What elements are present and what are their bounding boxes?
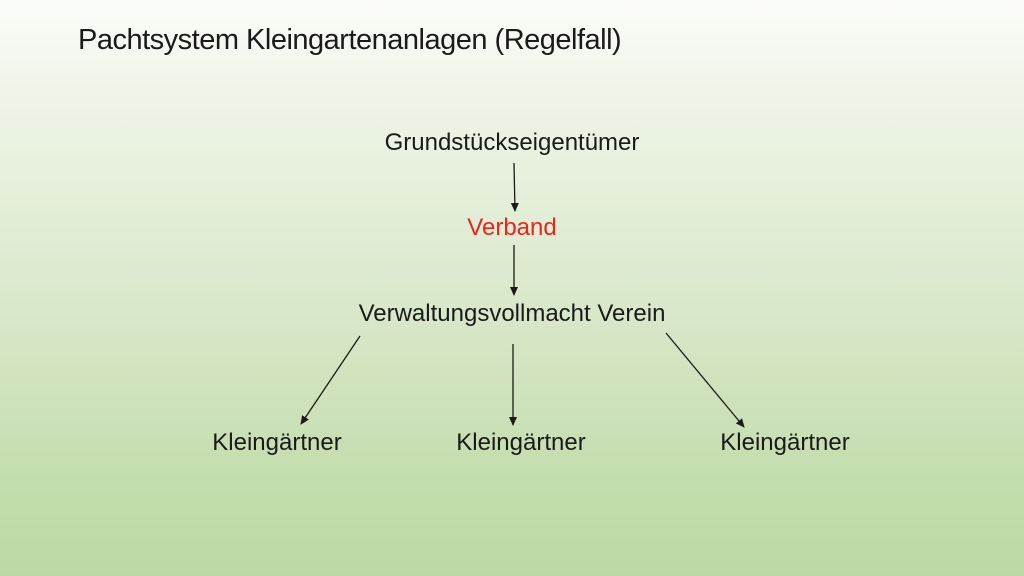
node-club: Verwaltungsvollmacht Verein: [358, 300, 666, 327]
node-gardener-right: Kleingärtner: [720, 429, 850, 456]
arrow-owner-to-association: [510, 162, 519, 212]
node-owner: Grundstückseigentümer: [384, 129, 640, 156]
arrow-club-to-gardener-right: [665, 332, 745, 428]
node-gardener-center: Kleingärtner: [456, 429, 586, 456]
node-association: Verband: [467, 214, 557, 241]
page-title: Pachtsystem Kleingartenanlagen (Regelfal…: [78, 24, 622, 56]
arrow-club-to-gardener-left: [300, 335, 361, 425]
node-gardener-left: Kleingärtner: [212, 429, 342, 456]
